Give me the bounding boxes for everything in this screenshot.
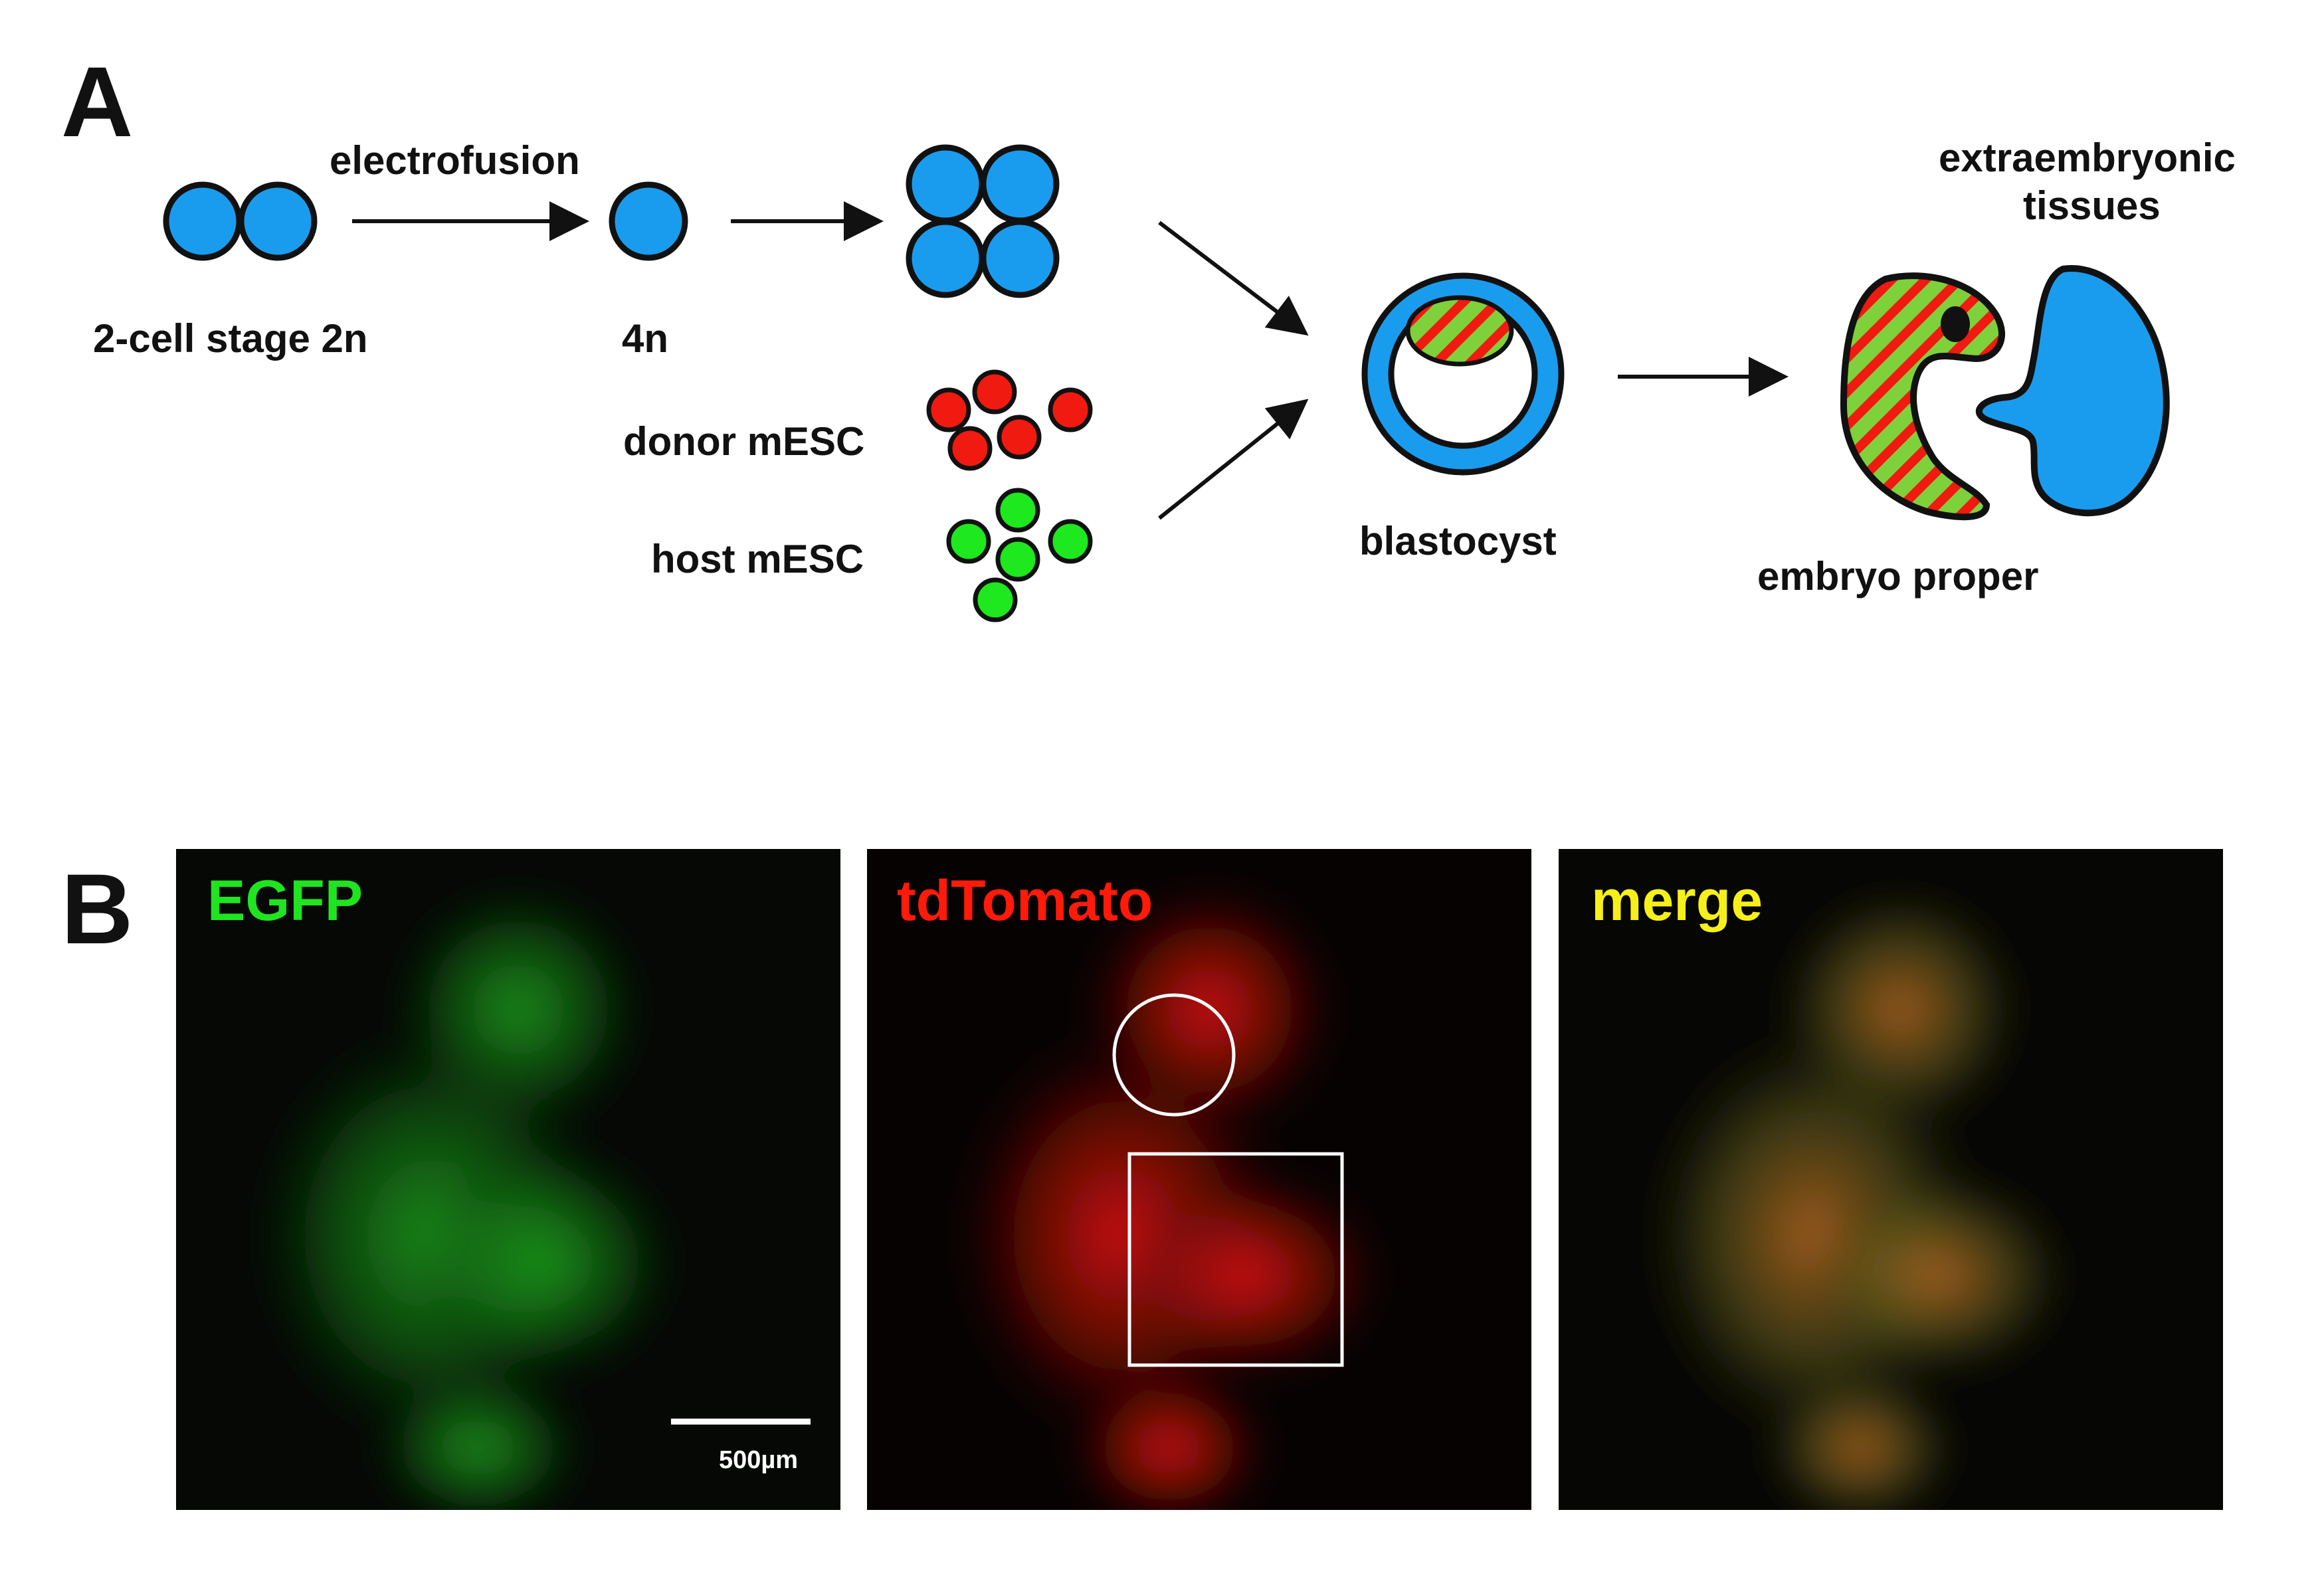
arrow-mesc-to-blastocyst xyxy=(1159,404,1302,518)
tetraploid-cell xyxy=(612,185,685,258)
label-electrofusion: electrofusion xyxy=(330,138,580,183)
label-donor-mesc: donor mESC xyxy=(623,419,864,464)
label-4n: 4n xyxy=(622,316,668,361)
label-extraembryonic-line1: extraembryonic xyxy=(1939,136,2236,180)
embryo-proper-diagram xyxy=(1844,276,2002,517)
egfp-label: EGFP xyxy=(207,869,363,933)
blastocyst-diagram xyxy=(1365,276,1561,472)
label-2cell-stage: 2-cell stage 2n xyxy=(93,316,368,361)
panel-b-letter: B xyxy=(61,853,133,965)
two-cell-embryo xyxy=(166,185,314,258)
donor-mesc-cells xyxy=(929,372,1090,468)
four-cell-embryo xyxy=(909,147,1056,295)
label-host-mesc: host mESC xyxy=(651,537,864,581)
label-blastocyst: blastocyst xyxy=(1359,519,1557,563)
tdtomato-image: tdTomato xyxy=(867,849,1531,1528)
panel-a-letter: A xyxy=(61,46,133,157)
label-embryo-proper: embryo proper xyxy=(1757,554,2038,599)
scale-bar-label: 500µm xyxy=(719,1446,798,1474)
egfp-image: EGFP 500µm xyxy=(176,849,840,1528)
extraembryonic-tissue-shape xyxy=(1979,268,2167,513)
host-mesc-cells xyxy=(949,490,1090,620)
label-extraembryonic-line2: tissues xyxy=(2023,183,2161,228)
arrow-four-cell-to-blastocyst xyxy=(1159,223,1302,331)
tdtomato-label: tdTomato xyxy=(897,869,1153,933)
merge-label: merge xyxy=(1591,869,1763,933)
merge-image: merge xyxy=(1559,849,2223,1528)
